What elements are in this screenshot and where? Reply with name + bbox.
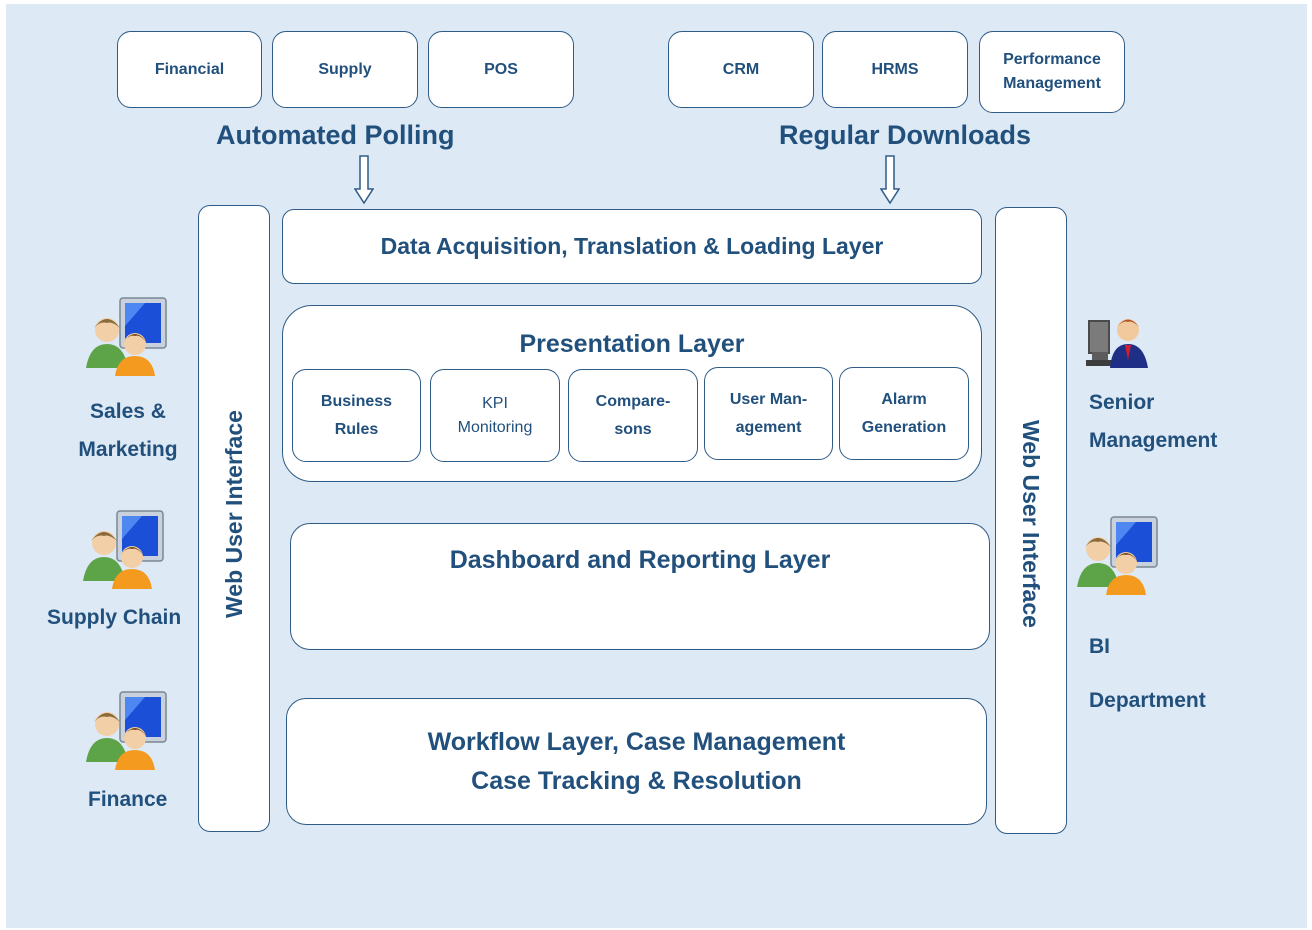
executive-user-icon <box>1086 319 1148 368</box>
user-computer-icon <box>83 510 164 589</box>
web-ui-label-right: Web User Interface <box>1018 420 1044 628</box>
user-computer-icon <box>86 297 167 376</box>
module-user-management: User Man-agement <box>704 367 833 460</box>
module-comparesons: Compare-sons <box>568 369 698 462</box>
user-computer-icon <box>1077 516 1158 595</box>
source-financial: Financial <box>117 31 262 108</box>
user-computer-icon <box>86 691 167 770</box>
polling-arrow <box>354 155 374 205</box>
web-ui-label-left: Web User Interface <box>221 410 247 618</box>
user-label-senior-management: Senior Management <box>1089 391 1218 452</box>
downloads-arrow <box>880 155 900 205</box>
user-label-finance: Finance <box>88 788 168 811</box>
module-business-rules: Business Rules <box>292 369 421 462</box>
module-kpi-monitoring: KPI Monitoring <box>430 369 560 462</box>
data-acquisition-layer: Data Acquisition, Translation & Loading … <box>282 209 982 284</box>
web-ui-bar-right <box>995 207 1067 834</box>
web-ui-bar-left <box>198 205 270 832</box>
workflow-layer: Workflow Layer, Case Management Case Tra… <box>286 698 987 825</box>
automated-polling-label: Automated Polling <box>216 120 455 150</box>
source-supply: Supply <box>272 31 418 108</box>
user-label-supply-chain: Supply Chain <box>47 606 182 629</box>
source-pos: POS <box>428 31 574 108</box>
source-hrms: HRMS <box>822 31 968 108</box>
source-crm: CRM <box>668 31 814 108</box>
regular-downloads-label: Regular Downloads <box>779 120 1032 150</box>
module-alarm-generation: Alarm Generation <box>839 367 969 460</box>
user-label-sales-marketing: Sales & Marketing <box>78 400 178 461</box>
source-performance-management: Performance Management <box>979 31 1125 113</box>
user-label-bi-department: BI Department <box>1089 635 1206 712</box>
dashboard-reporting-layer: Dashboard and Reporting Layer <box>290 523 990 650</box>
presentation-layer-title: Presentation Layer <box>519 330 745 358</box>
